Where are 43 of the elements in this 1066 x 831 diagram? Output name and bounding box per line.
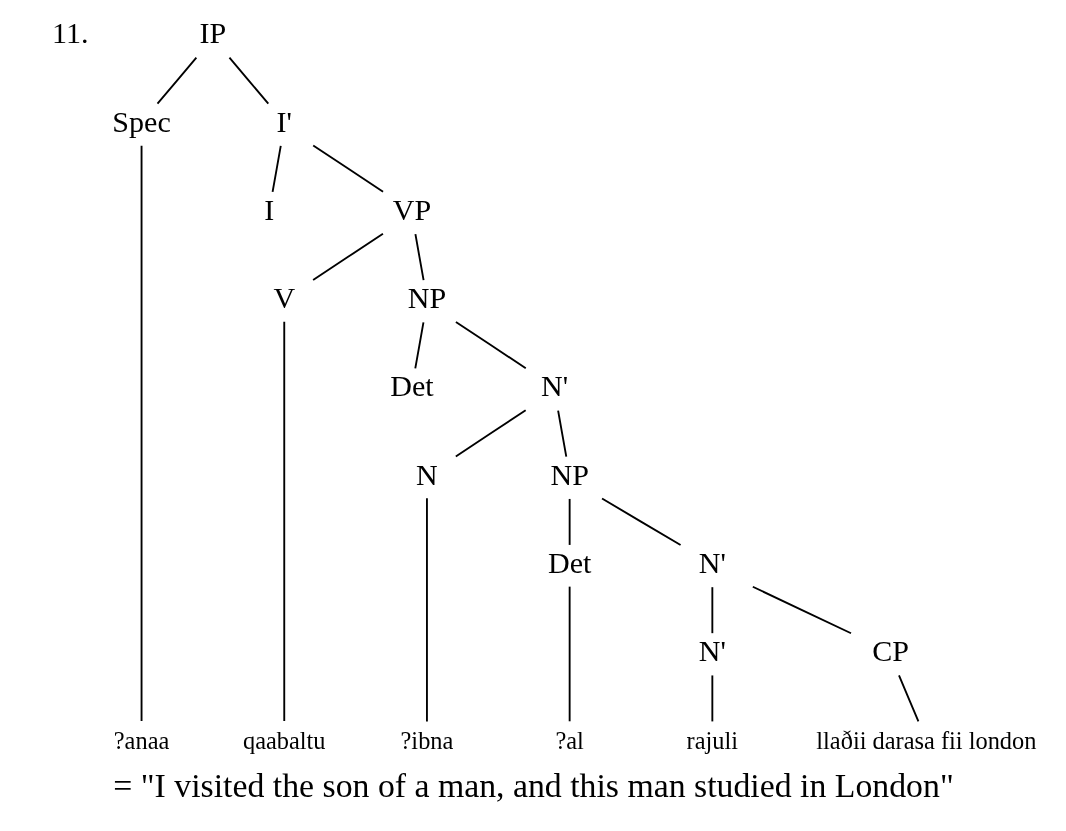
node-text: ?ibna [400,726,453,754]
node-text: CP [871,634,909,668]
connector [271,145,282,193]
caption: = "I visited the son of a man, and this man studied in London" [112,767,954,805]
connector [140,144,142,722]
node-text: NP [549,457,589,491]
connector [600,497,681,546]
node-text: Det [389,369,434,403]
connector [282,320,285,722]
node-text: IP [199,16,226,50]
connector [311,232,384,281]
connector [568,585,571,723]
node-text: rajuli [686,726,738,754]
node-text: V [272,281,295,315]
connector [568,498,571,546]
connector [556,409,567,458]
node-text: ?al [554,726,584,754]
label: 11. [51,16,88,50]
connector [413,321,424,370]
connector [311,144,384,193]
node-text: I [263,192,274,226]
node-text: Spec [111,104,171,138]
connector [228,56,269,105]
node-text: N' [698,634,726,668]
connector [454,409,527,458]
node-text: ?anaa [113,726,169,754]
node-text: qaabaltu [242,726,326,754]
connector [454,321,527,370]
connector [425,497,428,723]
connector [710,586,713,635]
node-text: N' [698,545,726,579]
connector [751,585,852,635]
node-text: I' [276,104,292,138]
connector [156,56,197,105]
node-text: Det [547,545,591,579]
node-text: NP [407,281,446,315]
connector [414,233,425,282]
node-text: N [415,457,438,491]
node-text: N' [540,369,568,403]
node-text: llaðii darasa fii london [815,726,1036,754]
connector [897,674,919,723]
connector [710,674,713,723]
node-text: VP [392,192,431,226]
